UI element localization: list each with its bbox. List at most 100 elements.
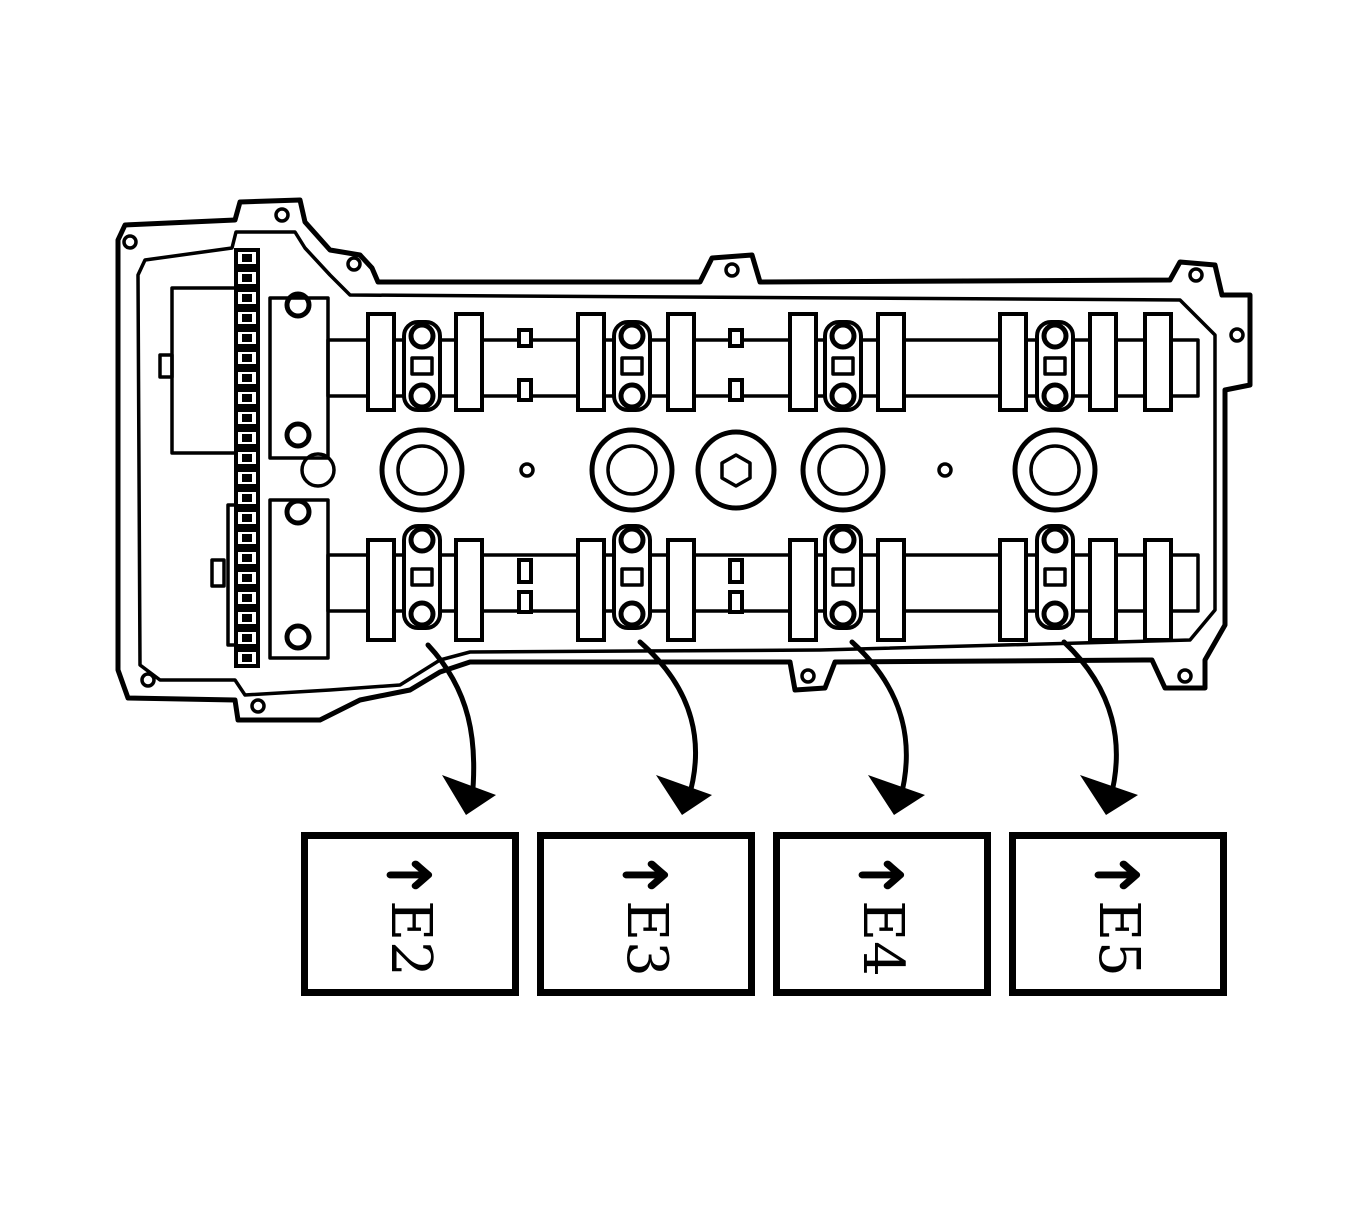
oil-hole [300,452,336,488]
cap-mark [1043,567,1067,587]
cap-bolt [408,600,436,628]
cap-bolt [1041,382,1069,410]
intake-sprocket-housing [170,286,242,455]
chain-pin [242,414,252,422]
cap-bolt [1041,600,1069,628]
cap-mark [620,567,644,587]
intake-cam-end-cap [268,296,330,460]
cam-lug [517,590,533,614]
bolt-hole [1229,327,1245,343]
cap-bolt [408,526,436,554]
callout-label: E2 [378,900,443,977]
chain-pin [242,474,252,482]
bolt-hole [346,256,362,272]
cap-mark [1043,356,1067,376]
chain-pin [242,654,252,662]
bearing-cap [823,524,863,630]
exhaust-cam-lobe [876,538,906,642]
bolt-hole [274,207,290,223]
chain-pin [242,574,252,582]
callout-box-e5: ➜ E5 [1009,832,1227,996]
cap-mark [831,567,855,587]
cap-bolt [829,526,857,554]
cap-bolt [829,382,857,410]
cylinder-head-outline [115,197,1253,723]
chain-pin [242,294,252,302]
cap-bolt [618,322,646,350]
exhaust-camshaft [326,553,1200,613]
chain-pin [242,434,252,442]
cap-bolt [284,421,312,449]
cam-lug [728,558,744,584]
cap-bolt [284,291,312,319]
up-arrow-icon: ➜ [1091,841,1145,907]
up-arrow-icon: ➜ [383,841,437,907]
intake-cam-lobe [1143,312,1173,412]
inner-gasket-line [136,230,1217,697]
intake-cam-lobe [454,312,484,412]
callout-label: E3 [614,900,679,977]
cap-bolt [618,382,646,410]
sensor-stub [210,558,226,588]
intake-cam-lobe [876,312,906,412]
cap-mark [410,567,434,587]
callout-box-e3: ➜ E3 [537,832,755,996]
chain-pin [242,314,252,322]
exhaust-cam-lobe [998,538,1028,642]
chain-pin [242,374,252,382]
callout-arrows [425,639,1138,815]
bolt-hole [140,672,156,688]
cam-lug [728,328,744,348]
chain-pin [242,554,252,562]
bolt-hole [800,668,816,684]
cap-bolt [408,322,436,350]
chain-pin [242,514,252,522]
callout-box-e4: ➜ E4 [773,832,991,996]
exhaust-cam-lobe [576,538,606,642]
callout-box-e2: ➜ E2 [301,832,519,996]
chain-pin [242,334,252,342]
cap-bolt [284,623,312,651]
cap-bolt [284,498,312,526]
chain-pin [242,634,252,642]
intake-cam-lobe [366,312,396,412]
up-arrow-icon: ➜ [855,841,909,907]
chain-pin [242,454,252,462]
intake-cam-lobe [576,312,606,412]
cap-bolt [408,382,436,410]
intake-cam-lobe [1088,312,1118,412]
cam-lug [517,558,533,584]
exhaust-cam-lobe [454,538,484,642]
cap-bolt [618,600,646,628]
timing-chain [234,248,260,668]
bolt-hole [122,234,138,250]
exhaust-cam-lobe [1088,538,1118,642]
chain-pin [242,614,252,622]
exhaust-cam-lobe [666,538,696,642]
intake-cam-lobe [666,312,696,412]
chain-pin [242,394,252,402]
bearing-cap [1035,524,1075,630]
cap-bolt [829,600,857,628]
cap-mark [620,356,644,376]
bolt-hole [1188,267,1204,283]
callout-label: E4 [850,900,915,977]
bolt-hole [250,698,266,714]
chain-pin [242,594,252,602]
cap-bolt [1041,526,1069,554]
bearing-cap [402,524,442,630]
cap-mark [410,356,434,376]
sensor-stub [158,353,174,379]
intake-cam-lobe [998,312,1028,412]
chain-pin [242,254,252,262]
exhaust-cam-lobe [788,538,818,642]
cam-lug [517,328,533,348]
cap-bolt [1041,322,1069,350]
intake-cam-lobe [788,312,818,412]
cam-lug [517,378,533,402]
cam-lobes [366,312,1173,642]
chain-pin [242,534,252,542]
spark-plug-tubes [379,427,1098,513]
bolt-hole [724,262,740,278]
